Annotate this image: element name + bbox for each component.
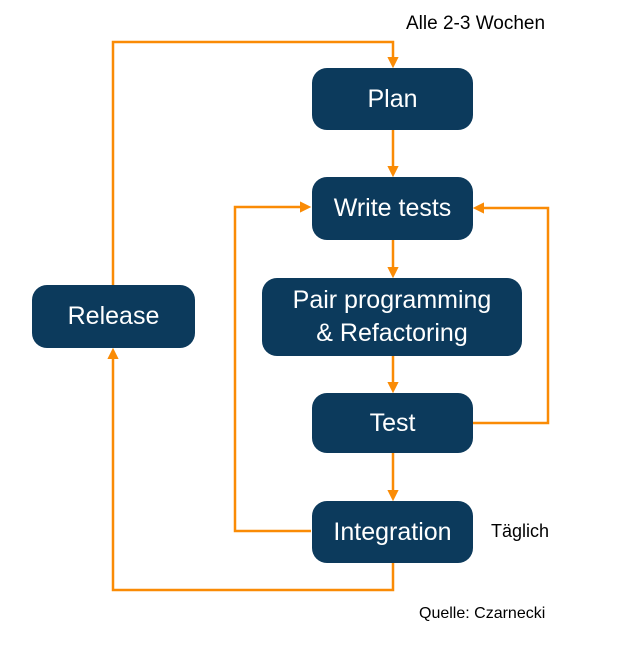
node-pair-programming-label-line1: Pair programming [292,286,492,314]
node-release-label: Release [67,302,160,330]
node-plan-label: Plan [367,84,418,113]
daily-frequency-label: Täglich [491,521,550,541]
node-write-tests-label: Write tests [333,194,452,222]
node-integration-label: Integration [333,517,452,546]
node-integration: Integration [312,501,473,563]
source-caption: Quelle: Czarnecki [419,605,546,622]
node-release: Release [32,285,195,348]
node-test-label: Test [369,408,416,437]
edge-integration-to-write-tests [233,201,312,533]
node-write-tests: Write tests [312,177,473,240]
cycle-frequency-label: Alle 2-3 Wochen [406,13,546,34]
node-test: Test [312,393,473,453]
node-pair-programming: Pair programming & Refactoring [262,278,522,356]
node-plan: Plan [312,68,473,130]
node-pair-programming-label-line2: & Refactoring [316,319,468,347]
